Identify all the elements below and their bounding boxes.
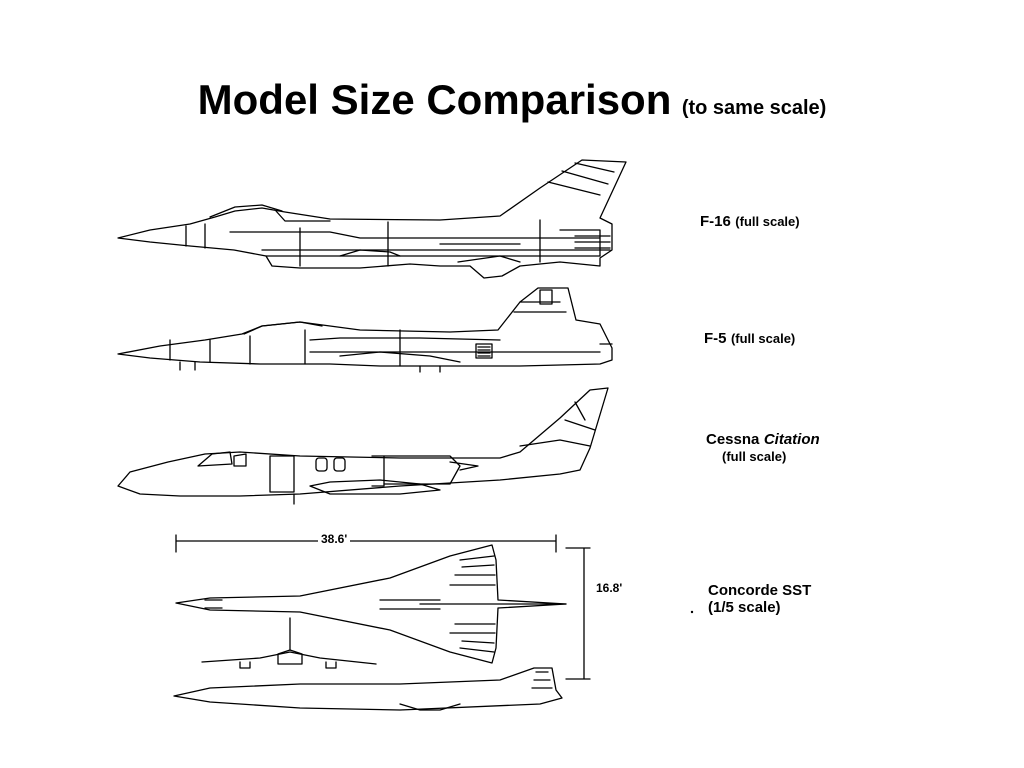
concorde-dimensions <box>175 534 591 680</box>
label-concorde: Concorde SST (1/5 scale) <box>708 582 811 616</box>
label-f16-scale: (full scale) <box>735 214 800 229</box>
f5-drawing <box>117 287 613 373</box>
f16-drawing <box>117 159 627 279</box>
concorde-plan-drawing <box>175 544 567 664</box>
citation-drawing <box>117 387 609 505</box>
label-citation-italic: Citation <box>763 431 820 448</box>
dimension-span: 16.8' <box>596 581 623 595</box>
concorde-side-drawing <box>173 667 563 711</box>
label-f16-name: F-16 <box>700 213 731 230</box>
label-citation-name: Cessna <box>706 431 760 448</box>
dimension-length: 38.6' <box>318 532 351 546</box>
title-main: Model Size Comparison <box>197 76 672 123</box>
label-f5-name: F-5 <box>704 330 727 347</box>
concorde-front-drawing <box>201 617 377 669</box>
title-subtitle: (to same scale) <box>681 97 827 119</box>
label-citation-scale: (full scale) <box>722 449 787 464</box>
label-f5-scale: (full scale) <box>730 331 796 346</box>
label-f16: F-16 (full scale) <box>700 213 800 231</box>
label-citation: Cessna Citation (full scale) <box>706 431 820 464</box>
slide-title: Model Size Comparison (to same scale) <box>0 76 1024 124</box>
label-f5: F-5 (full scale) <box>704 330 795 348</box>
label-concorde-name: Concorde SST <box>708 582 812 599</box>
label-concorde-scale: (1/5 scale) <box>708 599 781 616</box>
